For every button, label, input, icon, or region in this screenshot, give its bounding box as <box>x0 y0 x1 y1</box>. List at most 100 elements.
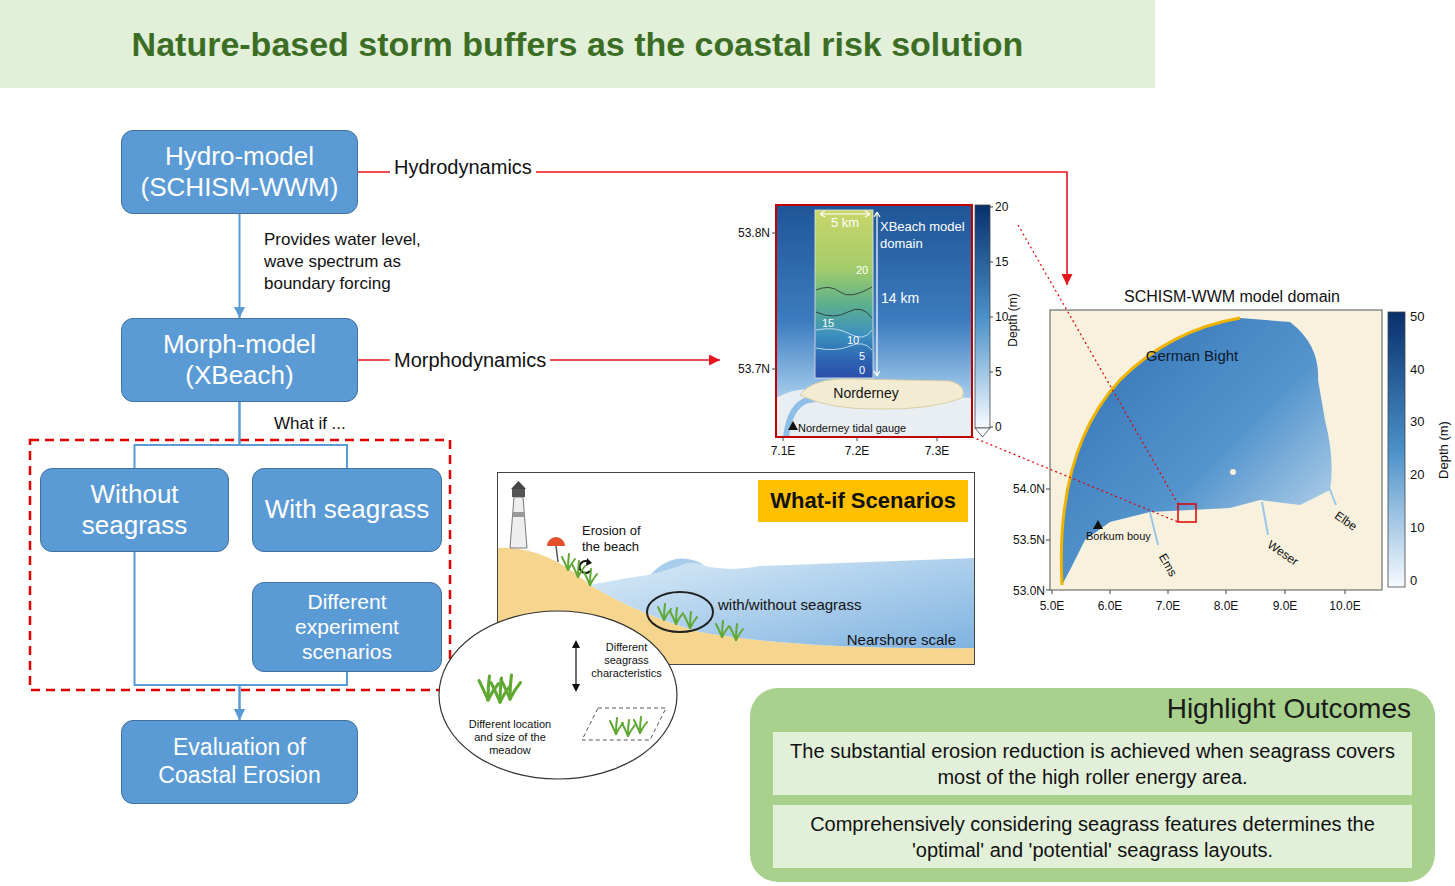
axis-tick: 8.0E <box>1214 600 1239 612</box>
zoom-leader <box>972 437 1178 522</box>
scenario-illustration <box>556 546 558 562</box>
scenario-illustration <box>512 489 525 497</box>
xbeach-map <box>990 207 993 427</box>
seagrass-icons <box>575 644 576 688</box>
river-label: Ems <box>1157 552 1179 579</box>
contour-label: 10 <box>847 335 859 346</box>
process-box: Hydro-model (SCHISM-WWM) <box>121 130 358 214</box>
outcome-box: The substantial erosion reduction is ach… <box>773 732 1412 795</box>
scenario-illustration <box>730 624 743 640</box>
axis-tick: 53.8N <box>738 227 770 239</box>
node-text: What-if Scenarios <box>770 488 956 514</box>
contour-label: 0 <box>859 365 865 376</box>
xbeach-map <box>975 428 990 437</box>
schism-map <box>1150 512 1158 545</box>
colorbar-title: Depth (m) <box>1007 293 1019 346</box>
axis-tick: 7.1E <box>771 445 796 457</box>
schism-map <box>1178 504 1196 522</box>
detail-text: Different location and size of the meado… <box>460 718 560 757</box>
scenario-illustration <box>650 558 705 575</box>
illustration-text: Nearshore scale <box>847 631 956 648</box>
ellipse-outline <box>438 610 678 780</box>
island-label: Norderney <box>806 385 926 401</box>
colorbar-title: Depth (m) <box>1437 421 1450 479</box>
process-box: Evaluation of Coastal Erosion <box>121 720 358 804</box>
schism-map <box>1061 318 1331 585</box>
edge-label: What if ... <box>274 413 346 435</box>
detail-text: Different seagrass characteristics <box>584 641 669 680</box>
axis-tick: 5.0E <box>1040 600 1065 612</box>
connector <box>358 172 1067 285</box>
scenario-box: Different experiment scenarios <box>252 582 442 672</box>
edge-label: Provides water level, wave spectrum as b… <box>264 229 449 295</box>
node-text: Different experiment scenarios <box>263 589 431 665</box>
scenario-illustration <box>510 497 527 548</box>
scenario-illustration <box>586 558 592 566</box>
connector <box>239 214 241 318</box>
xbeach-map <box>772 205 993 441</box>
xbeach-map <box>816 287 872 295</box>
map-panel: SCHISM-WWM model domain <box>1000 285 1452 615</box>
illustration-text: with/without seagrass <box>718 596 861 613</box>
colorbar-tick: 50 <box>1410 310 1424 323</box>
xbeach-map <box>772 233 937 441</box>
schism-map <box>1046 310 1405 594</box>
detail-ellipse: Different seagrass characteristicsDiffer… <box>438 610 678 780</box>
scenario-illustration <box>513 512 526 517</box>
schism-map <box>1093 520 1103 529</box>
scenario-illustration <box>584 569 597 585</box>
scenario-box: With seagrass <box>252 468 442 552</box>
colorbar-tick: 0 <box>1410 574 1417 587</box>
schism-map <box>1262 502 1268 535</box>
axis-tick: 7.2E <box>845 445 870 457</box>
scenario-illustration <box>572 561 585 577</box>
schism-map <box>1046 489 1345 594</box>
schism-map <box>1230 469 1236 475</box>
scenario-illustration <box>547 537 565 546</box>
seagrass-icons <box>438 610 678 780</box>
scenario-illustration <box>590 558 975 648</box>
ellipse-outline <box>439 611 677 779</box>
axis-tick: 7.0E <box>1156 600 1181 612</box>
map-panel: XBeach model domainNorderneyNorderney ti… <box>720 200 1000 460</box>
map-title: XBeach model domain <box>880 218 970 252</box>
xbeach-map <box>776 205 972 437</box>
zoom-leader <box>972 225 1178 522</box>
scenario-box: Without seagrass <box>40 468 229 552</box>
axis-tick: 10.0E <box>1329 600 1360 612</box>
contour-label: 5 <box>859 351 865 362</box>
contour-label: 15 <box>822 318 834 329</box>
scenario-illustration <box>684 612 697 628</box>
panel-heading: What-if Scenarios <box>758 480 968 522</box>
seagrass-icons <box>479 676 499 700</box>
dimension-label: 5 km <box>831 216 859 229</box>
scenario-illustration <box>670 608 683 624</box>
schism-map <box>1061 318 1240 585</box>
seagrass-icons <box>634 717 647 733</box>
scenario-illustration <box>647 592 713 632</box>
scenario-illustration <box>658 604 671 620</box>
colorbar-tick: 5 <box>995 366 1002 378</box>
illustration-text: Erosion of the beach <box>582 523 656 555</box>
scenario-bracket <box>30 440 450 690</box>
xbeach-map <box>800 379 964 409</box>
colorbar-tick: 40 <box>1410 363 1424 376</box>
dimension-label: 14 km <box>881 291 919 305</box>
seagrass-icons <box>582 708 666 740</box>
scenario-illustration <box>511 481 526 489</box>
process-box: Morph-model (XBeach) <box>121 318 358 402</box>
xbeach-map <box>816 329 872 338</box>
title-band <box>0 0 1155 88</box>
scenario-illustration <box>716 621 729 637</box>
xbeach-map <box>975 205 990 428</box>
xbeach-map <box>776 205 972 437</box>
zoom-leader <box>1018 225 1178 504</box>
axis-tick: 7.3E <box>925 445 950 457</box>
node-text: With seagrass <box>265 494 430 525</box>
river-label: Weser <box>1265 538 1300 568</box>
axis-tick: 53.5N <box>1013 534 1045 546</box>
connector <box>240 672 348 720</box>
axis-tick: 53.7N <box>738 363 770 375</box>
place-label: Borkum bouy <box>1086 531 1151 542</box>
seagrass-icons <box>501 675 521 699</box>
